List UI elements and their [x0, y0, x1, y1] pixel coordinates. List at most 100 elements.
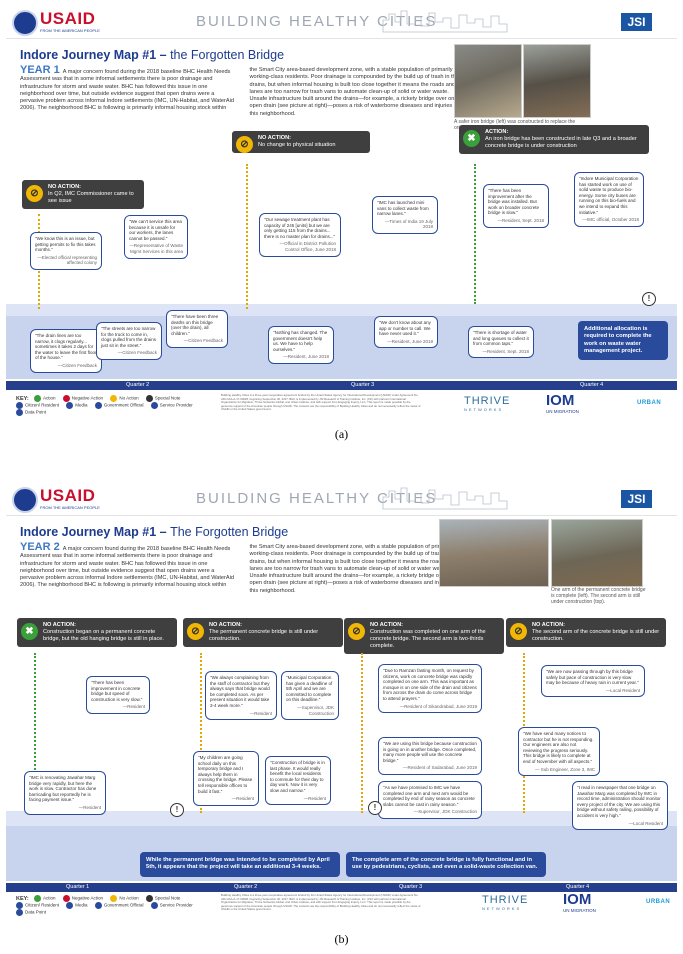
- no-action-icon: ⊘: [187, 623, 204, 640]
- negative-action-icon: [62, 895, 70, 902]
- page-title: Indore Journey Map #1 – the Forgotten Br…: [20, 48, 285, 62]
- figure-label-b: (b): [334, 932, 349, 946]
- quote-card: "Our sewage treatment plant has capacity…: [259, 213, 341, 257]
- action-box-q4: ⊘ NO ACTION: The second arm of the concr…: [506, 618, 666, 647]
- action-icon: [34, 895, 41, 902]
- skyline-icon: [382, 487, 508, 510]
- bridge-photo-left: [454, 44, 522, 118]
- special-note: The complete arm of the concrete bridge …: [346, 852, 546, 877]
- quote-card: "We have send many notices to contractor…: [518, 727, 600, 777]
- negative-action-icon: [62, 395, 70, 402]
- media-icon: [66, 902, 74, 909]
- quote-card: "IMC is renovating Jawahar Marg bridge v…: [24, 771, 106, 815]
- bhc-title: BUILDING HEALTHY CITIES: [196, 13, 438, 30]
- year-label: YEAR 1: [20, 64, 60, 76]
- no-action-icon: ⊘: [510, 623, 527, 640]
- quote-card: "We don't know about any app or number t…: [374, 316, 438, 349]
- urban-logo: URBAN: [646, 899, 671, 905]
- quote-card: "There has been improvement after the br…: [483, 184, 549, 228]
- journey-map-year-2: USAID FROM THE AMERICAN PEOPLE BUILDING …: [6, 481, 677, 916]
- action-tools-icon: ✖: [21, 623, 38, 640]
- quarter-label: Quarter 2: [126, 382, 150, 388]
- skyline-icon: [382, 10, 508, 33]
- quote-card: "Nothing has changed. The government doe…: [268, 326, 334, 364]
- quote-card: "We are using this bridge because constr…: [378, 737, 482, 775]
- quote-card: "Municipal Corporation has given a deadl…: [281, 671, 339, 721]
- quote-card: "We know this is an issue, but getting p…: [30, 232, 102, 270]
- media-icon: [66, 402, 74, 409]
- quote-card: "We always complaining from the staff of…: [205, 671, 277, 721]
- quote-card: "The drain lines are too narrow, it clog…: [30, 329, 102, 373]
- quarter-label: Quarter 3: [351, 382, 375, 388]
- usaid-seal-icon: [12, 487, 38, 513]
- no-action-icon: ⊘: [348, 623, 365, 640]
- legend: KEY: Action Negative Action No Action Sp…: [16, 895, 193, 916]
- quote-card: "Due to Ramzan fasting month, on request…: [378, 664, 482, 714]
- no-action-icon: ⊘: [236, 136, 253, 153]
- quote-card: "The streets are too narrow for the truc…: [96, 322, 162, 360]
- quote-card: "There has been improvement in concrete …: [86, 676, 150, 714]
- government-icon: [94, 902, 102, 909]
- usaid-logo: USAID: [40, 486, 96, 505]
- page-title: Indore Journey Map #1 – The Forgotten Br…: [20, 525, 289, 539]
- data-point-icon: [16, 409, 23, 416]
- jsi-logo: JSI: [621, 490, 652, 508]
- special-note-icon: !: [368, 801, 382, 815]
- journey-map-year-1: USAID FROM THE AMERICAN PEOPLE BUILDING …: [6, 4, 677, 417]
- special-note-icon: !: [642, 292, 656, 306]
- quarter-bar: Quarter 1 Quarter 2 Quarter 3 Quarter 4: [6, 883, 677, 892]
- usaid-tagline: FROM THE AMERICAN PEOPLE: [40, 28, 100, 33]
- timeline-connector: [361, 653, 364, 813]
- jsi-logo: JSI: [621, 13, 652, 31]
- action-box-q2: ⊘ NO ACTION: The permanent concrete brid…: [183, 618, 343, 647]
- quote-card: "As we have promised to IMC we have comp…: [378, 781, 482, 819]
- quote-card: "We can't service this area because it i…: [124, 215, 188, 259]
- special-note-icon: [145, 395, 153, 402]
- header: USAID FROM THE AMERICAN PEOPLE BUILDING …: [6, 4, 677, 39]
- action-tools-icon: ✖: [463, 130, 480, 147]
- timeline-connector: [200, 653, 203, 813]
- quarter-label: Quarter 1: [66, 884, 90, 890]
- special-note: While the permanent bridge was intended …: [140, 852, 340, 877]
- data-point-icon: [16, 909, 23, 916]
- quote-card: "We are now passing through by this brid…: [541, 665, 645, 698]
- year-label: YEAR 2: [20, 541, 60, 553]
- special-note-icon: [145, 895, 153, 902]
- quote-card: "IMC has launched mini vans to collect w…: [372, 196, 438, 234]
- quote-card: "There is shortage of water and long que…: [468, 326, 534, 359]
- usaid-tagline: FROM THE AMERICAN PEOPLE: [40, 505, 100, 510]
- action-box-q3: ⊘ NO ACTION: Construction was completed …: [344, 618, 504, 654]
- service-provider-icon: [150, 902, 158, 909]
- action-box-q3: ⊘ NO ACTION: No change to physical situa…: [232, 131, 370, 153]
- action-box-q2: ⊘ NO ACTION: In Q2, IMC Commissioner cam…: [22, 180, 144, 209]
- urban-logo: URBAN: [637, 400, 662, 406]
- timeline-band: [6, 826, 677, 881]
- no-action-icon: ⊘: [26, 185, 43, 202]
- timeline-connector: [474, 164, 477, 304]
- action-box-q1: ✖ NO ACTION: Construction began on a per…: [17, 618, 177, 647]
- bhc-title: BUILDING HEALTHY CITIES: [196, 490, 438, 507]
- legend: KEY: Action Negative Action No Action Sp…: [16, 395, 193, 416]
- no-action-icon: [110, 895, 118, 902]
- timeline-connector: [34, 653, 37, 813]
- usaid-logo: USAID: [40, 9, 96, 28]
- citizen-icon: [16, 402, 23, 409]
- special-note: Additional allocation is required to com…: [578, 321, 668, 361]
- action-icon: [34, 395, 41, 402]
- timeline-connector: [246, 164, 249, 309]
- fine-print: Building Healthy Cities is a three-year …: [221, 893, 421, 912]
- quarter-bar: Quarter 2 Quarter 3 Quarter 4: [6, 381, 677, 390]
- bridge-photo-left: [439, 519, 549, 587]
- quote-card: "My children are going school daily on t…: [193, 751, 259, 806]
- special-note-icon: !: [170, 803, 184, 817]
- fine-print: Building Healthy Cities is a three-year …: [221, 393, 421, 412]
- quote-card: "There have been three deaths on this br…: [166, 310, 228, 348]
- quarter-label: Quarter 4: [566, 884, 590, 890]
- bridge-photo-right: [523, 44, 591, 118]
- usaid-seal-icon: [12, 10, 38, 36]
